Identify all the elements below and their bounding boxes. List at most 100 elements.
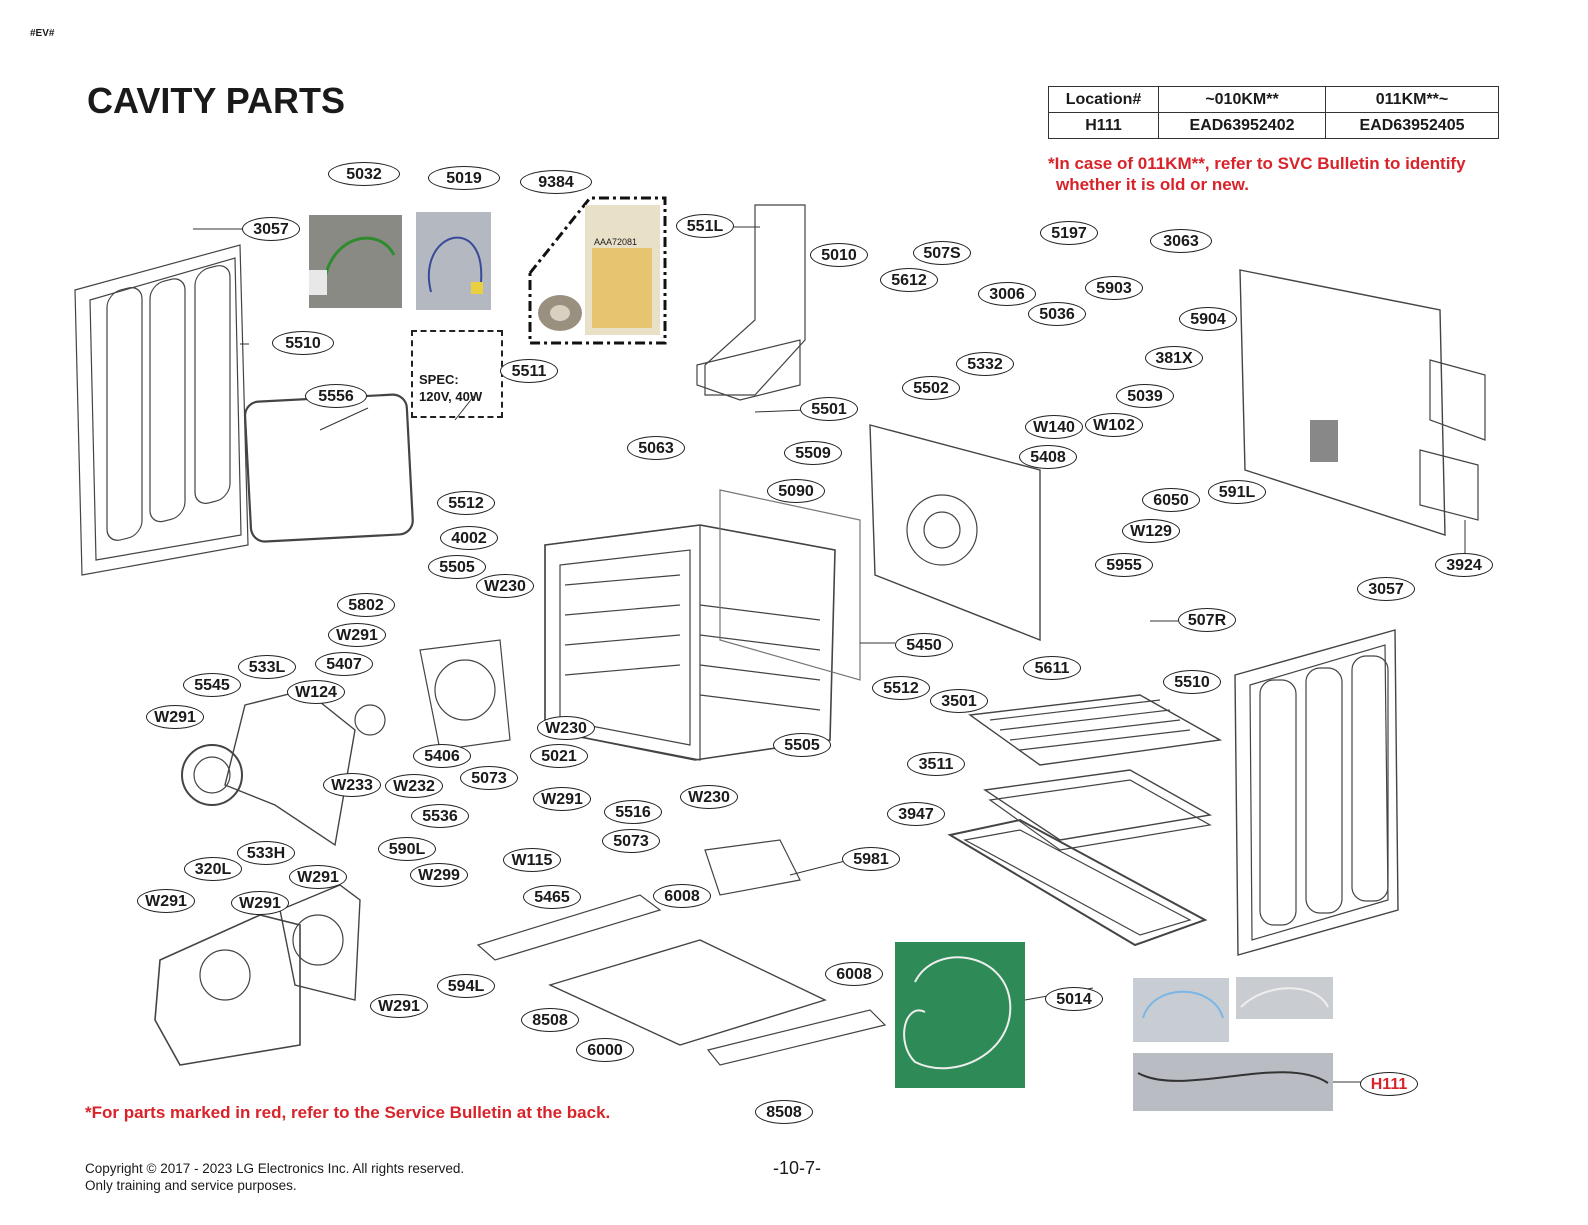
callout-5510a: 5510 [272, 331, 334, 355]
callout-5032: 5032 [328, 162, 400, 186]
callout-5903: 5903 [1085, 276, 1143, 300]
callout-5501: 5501 [800, 397, 858, 421]
callout-w129: W129 [1122, 519, 1180, 543]
callout-5407: 5407 [315, 652, 373, 676]
callout-5512b: 5512 [872, 676, 930, 700]
callout-3511: 3511 [907, 752, 965, 776]
callout-5063: 5063 [627, 436, 685, 460]
callout-5904: 5904 [1179, 307, 1237, 331]
spec-value: 120V, 40W [419, 389, 483, 404]
callout-5197: 5197 [1040, 221, 1098, 245]
page-title: CAVITY PARTS [87, 80, 346, 121]
callout-5512a: 5512 [437, 491, 495, 515]
callout-w291d: W291 [289, 865, 347, 889]
callout-w232: W232 [385, 774, 443, 798]
callout-3924: 3924 [1435, 553, 1493, 577]
page-number: -10-7- [773, 1158, 822, 1178]
callout-w291c: W291 [533, 787, 591, 811]
callout-9384: 9384 [520, 170, 592, 194]
callout-w124: W124 [287, 680, 345, 704]
callout-w291f: W291 [231, 891, 289, 915]
callout-5039: 5039 [1116, 384, 1174, 408]
table-row: H111 EAD63952402 EAD63952405 [1048, 112, 1499, 139]
callout-507r: 507R [1178, 608, 1236, 632]
red-parts-note: *For parts marked in red, refer to the S… [85, 1103, 611, 1122]
callout-6000: 6000 [576, 1038, 634, 1062]
callout-5556: 5556 [305, 384, 367, 408]
location-table: Location# ~010KM** 011KM**~ H111 EAD6395… [1048, 86, 1499, 139]
callout-w102: W102 [1085, 413, 1143, 437]
callout-533l: 533L [238, 655, 296, 679]
h111-photo-old [1133, 978, 1229, 1042]
callout-5465: 5465 [523, 885, 581, 909]
hardware-kit-photo [528, 196, 667, 345]
callout-5612: 5612 [880, 268, 938, 292]
callout-5510b: 5510 [1163, 670, 1221, 694]
callout-w230c: W230 [680, 785, 738, 809]
ground-wire-photo [309, 215, 402, 308]
svc-note-line2: whether it is old or new. [1056, 175, 1250, 194]
callout-w291e: W291 [137, 889, 195, 913]
callout-w291g: W291 [370, 994, 428, 1018]
callout-5014: 5014 [1045, 987, 1103, 1011]
callout-5505a: 5505 [428, 555, 486, 579]
callout-3057a: 3057 [242, 217, 300, 241]
h111-photo-new [1236, 977, 1333, 1019]
callout-320l: 320L [184, 857, 242, 881]
callout-5406: 5406 [413, 744, 471, 768]
callout-5502: 5502 [902, 376, 960, 400]
callout-5611: 5611 [1023, 656, 1081, 680]
callout-5019: 5019 [428, 166, 500, 190]
callout-w299: W299 [410, 863, 468, 887]
callout-w291b: W291 [146, 705, 204, 729]
callout-5981: 5981 [842, 847, 900, 871]
table-cell: H111 [1048, 112, 1159, 139]
callout-4002: 4002 [440, 526, 498, 550]
callout-w230b: W230 [537, 716, 595, 740]
callout-5516: 5516 [604, 800, 662, 824]
callout-5509: 5509 [784, 441, 842, 465]
callout-381x: 381X [1145, 346, 1203, 370]
callout-6008a: 6008 [653, 884, 711, 908]
h111-harness-photo [1133, 1053, 1333, 1111]
callout-5802: 5802 [337, 593, 395, 617]
callout-551l: 551L [676, 214, 734, 238]
callout-5073a: 5073 [460, 766, 518, 790]
harness-wire-photo [416, 212, 491, 310]
bag-label: AAA72081 [594, 237, 638, 247]
callout-w291a: W291 [328, 623, 386, 647]
callout-591l: 591L [1208, 480, 1266, 504]
callout-5332: 5332 [956, 352, 1014, 376]
callout-w233: W233 [323, 773, 381, 797]
callout-594l: 594L [437, 974, 495, 998]
callout-5536: 5536 [411, 804, 469, 828]
callout-3501: 3501 [930, 689, 988, 713]
table-cell: EAD63952402 [1158, 112, 1326, 139]
header-tag: #EV# [30, 28, 55, 39]
callout-590l: 590L [378, 837, 436, 861]
copyright-text: Copyright © 2017 - 2023 LG Electronics I… [85, 1161, 465, 1176]
callout-5036: 5036 [1028, 302, 1086, 326]
callout-h111: H111 [1360, 1072, 1418, 1096]
callout-5073b: 5073 [602, 829, 660, 853]
table-header-cell: Location# [1048, 86, 1159, 113]
lamp-spec-box: SPEC: 120V, 40W [411, 330, 503, 418]
callout-3057b: 3057 [1357, 577, 1415, 601]
callout-5408: 5408 [1019, 445, 1077, 469]
callout-5010: 5010 [810, 243, 868, 267]
spec-label: SPEC: [419, 372, 459, 387]
callout-533h: 533H [237, 841, 295, 865]
callout-5511: 5511 [500, 359, 558, 383]
callout-507s: 507S [913, 241, 971, 265]
table-cell: EAD63952405 [1325, 112, 1499, 139]
callout-5505b: 5505 [773, 733, 831, 757]
callout-5090: 5090 [767, 479, 825, 503]
callout-8508a: 8508 [521, 1008, 579, 1032]
callout-3947: 3947 [887, 802, 945, 826]
callout-w230a: W230 [476, 574, 534, 598]
callout-5450: 5450 [895, 633, 953, 657]
callout-6050: 6050 [1142, 488, 1200, 512]
callout-5955: 5955 [1095, 553, 1153, 577]
purpose-text: Only training and service purposes. [85, 1178, 297, 1193]
